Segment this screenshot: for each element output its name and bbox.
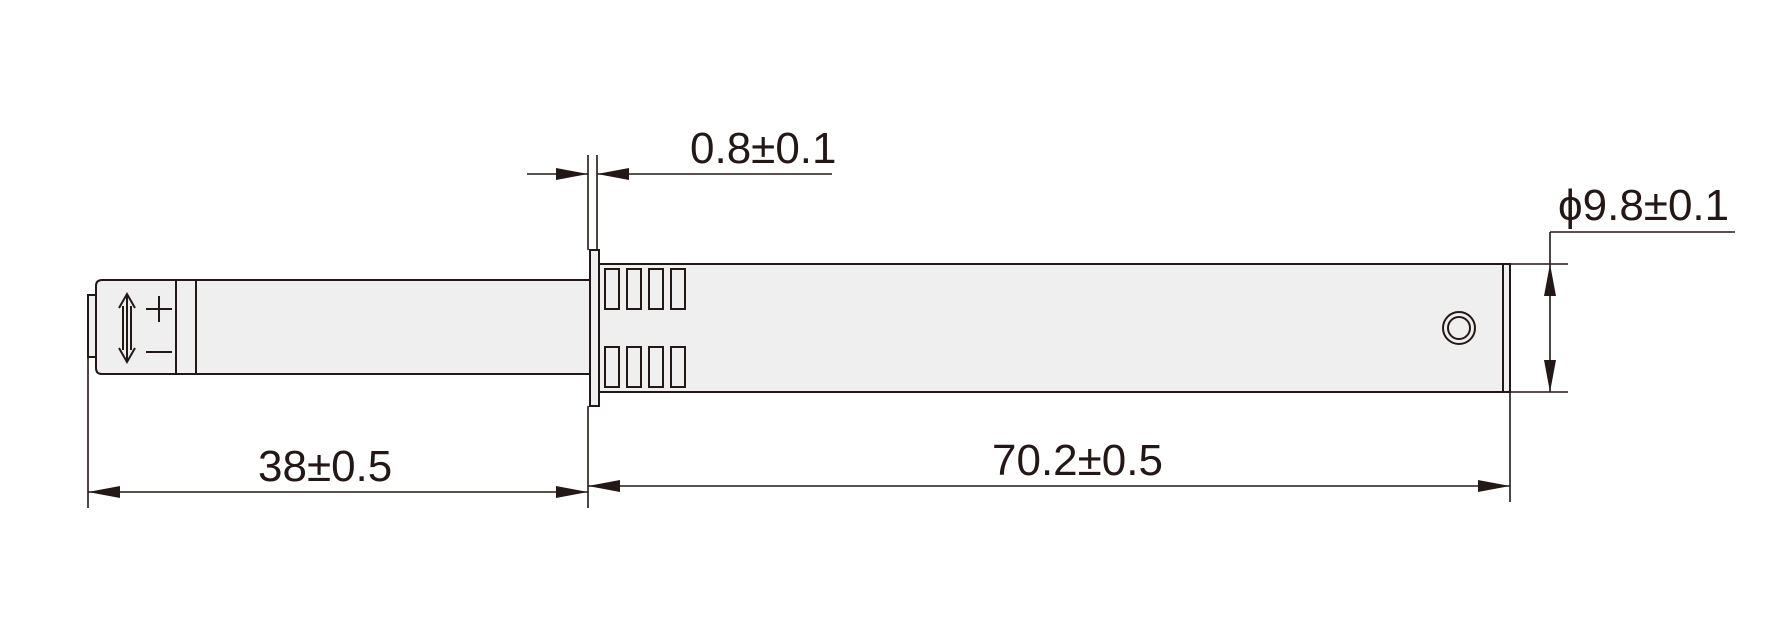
collar [175,279,197,375]
upper-slots [604,268,686,310]
left-length-dimension: 38±0.5 [88,442,588,498]
slot [670,346,686,388]
diameter-dimension: ϕ9.8±0.1 [1510,181,1735,393]
diameter-label: ϕ9.8±0.1 [1558,181,1729,230]
right-length-dimension: 70.2±0.5 [588,436,1510,492]
slot [648,346,664,388]
left-length-label: 38±0.5 [258,442,392,491]
slot [626,268,642,310]
end-ring [87,294,97,358]
part-body [87,249,1511,407]
double-arrow-icon [118,291,136,365]
slot [604,346,620,388]
adjuster-head [95,279,177,375]
pin-hole [1442,311,1476,345]
slot [604,268,620,310]
right-length-label: 70.2±0.5 [992,436,1163,485]
slot [648,268,664,310]
slot [626,346,642,388]
plus-icon [146,296,172,322]
flange [589,249,600,407]
left-rod [195,279,591,375]
flange-thickness-label: 0.8±0.1 [690,124,836,173]
main-cylinder [598,263,1504,393]
slot [670,268,686,310]
end-cap [1502,263,1511,393]
lower-slots [604,346,686,388]
flange-thickness-dimension: 0.8±0.1 [527,124,836,250]
